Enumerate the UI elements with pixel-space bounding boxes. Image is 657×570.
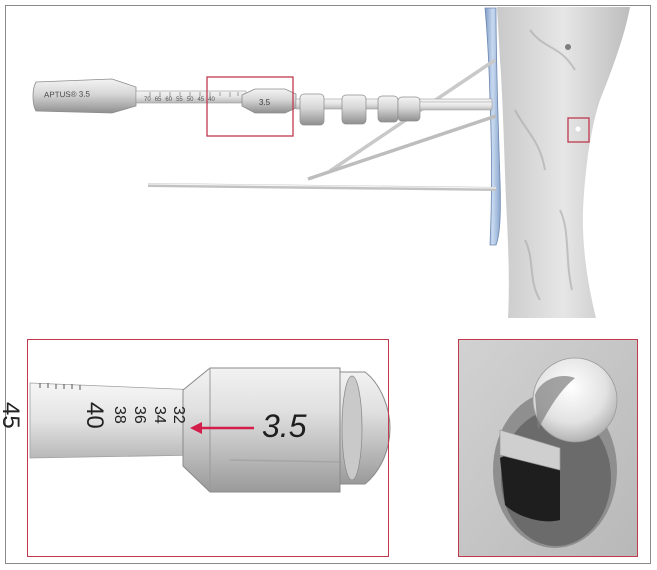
- zoom-scale-number: 45: [0, 402, 24, 442]
- scale-mark: 45: [197, 97, 204, 105]
- k-wire-diagonal-down: [308, 116, 496, 179]
- screw-detail-panel: [458, 339, 638, 557]
- instrument-scale-marks: 70 65 60 55 50 45 40: [144, 97, 244, 105]
- zoom-scale-number: 36: [130, 406, 148, 436]
- scale-mark: 40: [208, 97, 215, 105]
- scale-mark: 70: [144, 97, 151, 105]
- zoom-scale-number: 38: [110, 406, 128, 436]
- bone: [497, 7, 630, 318]
- bone-screw-tip: [576, 127, 581, 132]
- bone-hole: [565, 44, 571, 50]
- scale-mark: 55: [176, 97, 183, 105]
- zoom-scale-number: 40: [80, 402, 108, 442]
- detail-zoom-panel: [27, 339, 389, 557]
- instrument-brand-label: APTUS® 3.5: [44, 90, 90, 100]
- zoom-scale-number: 32: [169, 406, 187, 436]
- instrument-sleeve-label: 3.5: [259, 98, 270, 107]
- scale-mark: 50: [187, 97, 194, 105]
- zoom-scale-number: 34: [150, 406, 168, 436]
- bone-plate: [485, 8, 500, 245]
- scale-mark: 60: [165, 97, 172, 105]
- scale-mark: 65: [155, 97, 162, 105]
- zoom-sleeve-label: 3.5: [262, 408, 306, 445]
